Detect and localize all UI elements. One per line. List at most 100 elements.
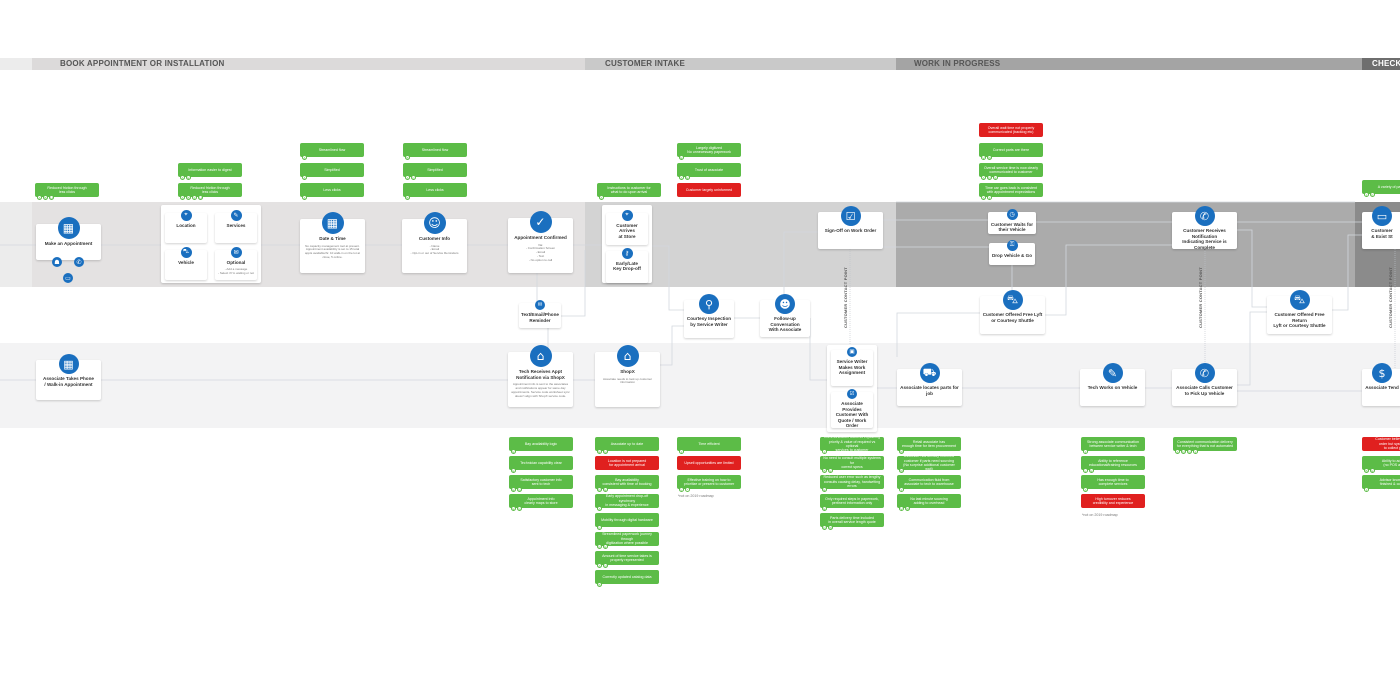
persona-badges: W <box>899 468 904 473</box>
store-icon: ⌂ <box>616 345 639 367</box>
note-text: Amount of time service takes is properly… <box>602 553 652 562</box>
journey-card[interactable]: ▦Make an Appointment <box>36 217 101 260</box>
positive-note: Bay availability consistent with time of… <box>595 475 659 492</box>
persona-badges: A <box>599 195 604 200</box>
note-text: Bay availability consistent with time of… <box>602 477 652 486</box>
note-text: Time car goes back is consistent with ap… <box>985 185 1037 194</box>
persona-badge: G <box>1187 449 1192 454</box>
contact-point-line <box>849 249 1396 369</box>
card-title: Location <box>176 222 196 228</box>
note-text: Less clicks <box>426 187 444 192</box>
journey-card[interactable]: ⌂Tech Receives Appt Notification via Sho… <box>508 345 573 407</box>
journey-card[interactable]: ☻Follow-up Conversation With Associate <box>760 294 810 337</box>
note-text: Time efficient <box>698 441 720 446</box>
journey-card[interactable]: ◷Customer Waits for their Vehicle <box>988 208 1036 234</box>
persona-badge: A <box>981 195 986 200</box>
phase-header-checkout: CHECK <box>1362 58 1400 70</box>
phone-icon: ✆ <box>1194 206 1215 226</box>
journey-card[interactable]: ☑Sign-Off on Work Order <box>818 206 883 249</box>
positive-note: Strong associate communication between s… <box>1081 437 1145 454</box>
journey-card[interactable]: ⛍Customer Offered Free Lyft or Courtesy … <box>980 290 1045 334</box>
journey-card[interactable]: ▣Service Writer Makes Work Assignment <box>831 347 873 386</box>
journey-card[interactable]: ✆Associate Calls Customer to Pick Up Veh… <box>1172 363 1237 406</box>
journey-card[interactable]: ▭Customer & Exist St <box>1362 206 1400 249</box>
phase-header-work-in-progress: WORK IN PROGRESS <box>896 58 1362 70</box>
key-icon: ⚷ <box>621 247 633 259</box>
persona-badge: * <box>685 487 690 492</box>
note-text: Has enough time to complete services <box>1097 477 1129 486</box>
note-text: Instructions to customer for what to do … <box>607 185 651 194</box>
note-text: Streamlined flow <box>421 147 449 152</box>
note-text: Streamlined paperwork journey through di… <box>602 532 652 546</box>
car-key-icon: ⚿ <box>1006 239 1018 251</box>
phase-label: BOOK APPOINTMENT OR INSTALLATION <box>60 59 225 68</box>
journey-card[interactable]: ✎Tech Works on Vehicle <box>1080 363 1145 406</box>
journey-card[interactable]: ✎Services <box>215 209 257 243</box>
journey-card[interactable]: ⌖Customer Arrives at Store <box>606 209 648 245</box>
note-text: Reduced friction through less clicks <box>47 185 87 194</box>
backstage-lane <box>0 343 1400 428</box>
persona-badge: L <box>1083 468 1088 473</box>
journey-card[interactable]: ⛍Customer Offered Free Return Lyft or Co… <box>1267 290 1332 334</box>
persona-badges: A <box>302 175 307 180</box>
card-title: Date & Time <box>319 236 346 241</box>
journey-card[interactable]: ⚷Early/Late Key Drop-off <box>606 247 648 283</box>
persona-badge: J <box>679 449 684 454</box>
journey-card[interactable]: ⛍Vehicle <box>165 246 207 280</box>
positive-note: Effective training on how to prioritize … <box>677 475 741 492</box>
journey-card[interactable]: $Associate Tend <box>1362 363 1400 406</box>
customer-lane-wip <box>896 202 1355 287</box>
persona-badge: J <box>1083 449 1088 454</box>
persona-badge: B <box>405 155 410 160</box>
journey-card[interactable]: ✆Customer Receives Notification Indicati… <box>1172 206 1237 250</box>
note-text: Associate has already informed customer … <box>903 454 955 472</box>
persona-badge: J <box>987 195 992 200</box>
pin-icon: ⌖ <box>621 209 633 221</box>
clipboard-icon: ☑ <box>840 206 861 226</box>
note-text: Overall service time is now clearly comm… <box>983 165 1039 174</box>
positive-note: Largely digitized No unnecessary paperwo… <box>677 143 741 160</box>
calendar-icon: ▦ <box>57 217 80 239</box>
note-text: Retail associate has enough time for ite… <box>902 439 956 448</box>
note-text: Less clicks <box>323 187 341 192</box>
positive-note: No need to consult multiple systems for … <box>820 456 884 473</box>
pain-point-note: High turnover reduces credibility and ex… <box>1081 494 1145 508</box>
positive-note: Early appointment drop-off synchrony in … <box>595 494 659 511</box>
persona-badge: E <box>511 506 516 511</box>
journey-card[interactable]: ☺Customer Info- Name - Email - Opt-in or… <box>402 212 467 273</box>
phase-header-book-appointment: BOOK APPOINTMENT OR INSTALLATION <box>32 58 585 70</box>
journey-card[interactable]: ✉Optional- Add a message - Select if I'm… <box>215 246 257 280</box>
journey-card[interactable]: ✉Text/Email/Phone Reminder <box>519 300 561 328</box>
card-description: Appointment info is sent to the associat… <box>511 382 570 398</box>
people-icon: ☻ <box>775 294 795 314</box>
journey-card[interactable]: ⌖Location <box>165 209 207 243</box>
note-text: Streamlined flow <box>318 147 346 152</box>
journey-card[interactable]: ⚲Courtesy Inspection by Service Writer <box>684 294 734 338</box>
journey-card[interactable]: ⚿Drop Vehicle & Go <box>989 239 1035 265</box>
journey-card[interactable]: ☑Associate Provides Customer With Quote … <box>831 389 873 428</box>
note-text: Consistent communication delivery for ev… <box>1176 439 1234 448</box>
note-text: Correct parts are there <box>992 147 1030 152</box>
pain-point-note: Upsell opportunities are limited <box>677 456 741 470</box>
journey-card[interactable]: ▦Associate Takes Phone / Walk-in Appoint… <box>36 354 101 400</box>
card-title: Optional <box>226 259 246 265</box>
persona-badges: E <box>511 468 516 473</box>
journey-card[interactable]: ⛟Associate locates parts for job <box>897 363 962 406</box>
positive-note: No last minute sourcing adding to overhe… <box>897 494 961 511</box>
credit-card-icon: ▭ <box>1372 206 1392 226</box>
persona-badge: E <box>511 449 516 454</box>
